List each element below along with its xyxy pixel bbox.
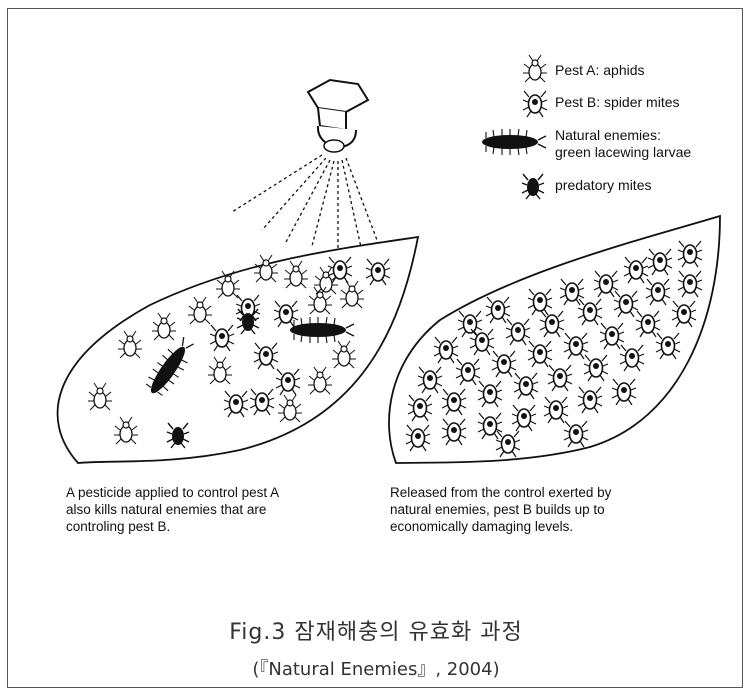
left-caption: A pesticide applied to control pest A al… (66, 484, 366, 535)
predatory-mite-icon (522, 174, 544, 199)
legend-lacewing-larvae: green lacewing larvae (555, 144, 691, 161)
legend-pest-a: Pest A: aphids (555, 62, 645, 79)
legend-icons (482, 55, 547, 199)
spray-lines (232, 155, 380, 252)
legend-pest-b: Pest B: spider mites (555, 94, 680, 111)
figure-title: Fig.3 잠재해충의 유효화 과정 (0, 614, 752, 646)
aphid-icon (523, 55, 547, 82)
figure-source: (『Natural Enemies』, 2004) (0, 655, 752, 681)
legend-natural-enemies: Natural enemies: (555, 127, 661, 144)
right-caption: Released from the control exerted by nat… (390, 484, 710, 535)
sprayer-nozzle-icon (308, 80, 368, 152)
legend-predatory-mites: predatory mites (555, 177, 651, 194)
left-leaf (58, 237, 418, 463)
spider-mite-icon (523, 91, 547, 117)
lacewing-larva-icon (482, 129, 546, 155)
